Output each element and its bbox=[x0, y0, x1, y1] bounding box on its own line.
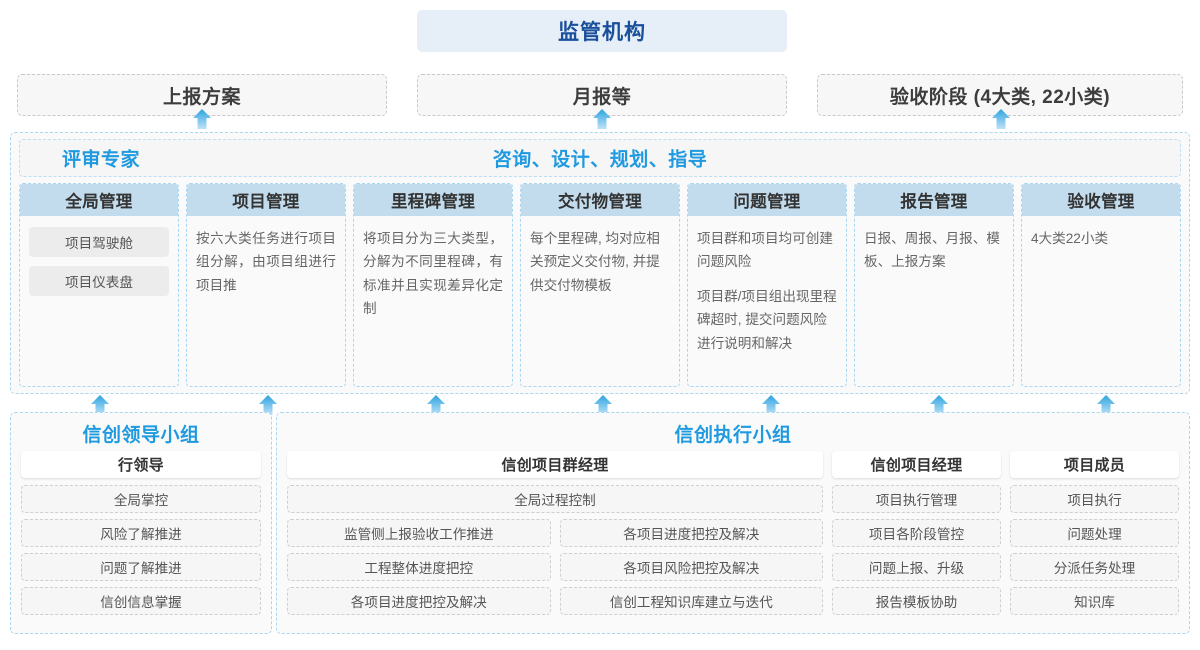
role-project-manager[interactable]: 信创项目经理 bbox=[832, 451, 1001, 478]
column-body: 项目驾驶舱 项目仪表盘 bbox=[20, 216, 178, 386]
exec-group-title-wrap: 信创执行小组 bbox=[287, 421, 1179, 451]
column-deliverable-management[interactable]: 交付物管理 每个里程碑, 均对应相关预定义交付物, 并提供交付物模板 bbox=[520, 183, 680, 387]
project-member-column: 项目成员 项目执行 问题处理 分派任务处理 知识库 bbox=[1010, 451, 1179, 615]
pill-item[interactable]: 项目仪表盘 bbox=[29, 266, 169, 296]
pill-item[interactable]: 项目驾驶舱 bbox=[29, 227, 169, 257]
column-milestone-management[interactable]: 里程碑管理 将项目分为三大类型，分解为不同里程碑，有标准并且实现差异化定制 bbox=[353, 183, 513, 387]
task-item[interactable]: 项目执行管理 bbox=[832, 485, 1001, 513]
column-global-management[interactable]: 全局管理 项目驾驶舱 项目仪表盘 bbox=[19, 183, 179, 387]
arrow-up-icon bbox=[257, 394, 279, 416]
column-header: 项目管理 bbox=[187, 184, 345, 216]
arrow-up-icon bbox=[191, 108, 213, 130]
column-acceptance-management[interactable]: 验收管理 4大类22小类 bbox=[1021, 183, 1181, 387]
task-item[interactable]: 工程整体进度把控 bbox=[287, 553, 551, 581]
task-item[interactable]: 各项目风险把控及解决 bbox=[559, 553, 823, 581]
consulting-label: 咨询、设计、规划、指导 bbox=[492, 149, 708, 171]
column-header: 交付物管理 bbox=[521, 184, 679, 216]
arrow-up-icon bbox=[591, 108, 613, 130]
column-project-management[interactable]: 项目管理 按六大类任务进行项目组分解，由项目组进行项目推 bbox=[186, 183, 346, 387]
middle-band: 评审专家 咨询、设计、规划、指导 bbox=[19, 139, 1181, 177]
task-item[interactable]: 全局过程控制 bbox=[287, 485, 823, 513]
arrow-up-icon bbox=[425, 394, 447, 416]
task-item[interactable]: 项目各阶段管控 bbox=[832, 519, 1001, 547]
task-item[interactable]: 监管侧上报验收工作推进 bbox=[287, 519, 551, 547]
program-manager-tasks-right: 各项目进度把控及解决 各项目风险把控及解决 信创工程知识库建立与迭代 bbox=[559, 519, 823, 615]
column-header: 里程碑管理 bbox=[354, 184, 512, 216]
task-item[interactable]: 知识库 bbox=[1010, 587, 1179, 615]
column-report-management[interactable]: 报告管理 日报、周报、月报、模板、上报方案 bbox=[854, 183, 1014, 387]
column-paragraph: 4大类22小类 bbox=[1031, 231, 1109, 246]
column-header: 问题管理 bbox=[688, 184, 846, 216]
program-manager-task-grid: 监管侧上报验收工作推进 工程整体进度把控 各项目进度把控及解决 各项目进度把控及… bbox=[287, 519, 823, 615]
column-paragraph: 将项目分为三大类型，分解为不同里程碑，有标准并且实现差异化定制 bbox=[363, 231, 503, 317]
column-paragraph: 按六大类任务进行项目组分解，由项目组进行项目推 bbox=[196, 231, 336, 293]
task-item[interactable]: 信创信息掌握 bbox=[21, 587, 261, 615]
exec-role-columns: 信创项目群经理 全局过程控制 监管侧上报验收工作推进 工程整体进度把控 各项目进… bbox=[287, 451, 1179, 615]
task-item[interactable]: 问题处理 bbox=[1010, 519, 1179, 547]
column-body: 日报、周报、月报、模板、上报方案 bbox=[855, 216, 1013, 386]
role-bank-leader[interactable]: 行领导 bbox=[21, 451, 261, 478]
task-item[interactable]: 各项目进度把控及解决 bbox=[559, 519, 823, 547]
task-item[interactable]: 项目执行 bbox=[1010, 485, 1179, 513]
column-header: 报告管理 bbox=[855, 184, 1013, 216]
task-item[interactable]: 分派任务处理 bbox=[1010, 553, 1179, 581]
task-item[interactable]: 问题了解推进 bbox=[21, 553, 261, 581]
column-paragraph: 日报、周报、月报、模板、上报方案 bbox=[864, 231, 1000, 270]
arrow-up-icon bbox=[928, 394, 950, 416]
column-body: 项目群和项目均可创建问题风险 项目群/项目组出现里程碑超时, 提交问题风险进行说… bbox=[688, 216, 846, 386]
review-experts-label: 评审专家 bbox=[62, 149, 141, 171]
column-body: 4大类22小类 bbox=[1022, 216, 1180, 386]
task-item[interactable]: 信创工程知识库建立与迭代 bbox=[559, 587, 823, 615]
task-item[interactable]: 报告模板协助 bbox=[832, 587, 1001, 615]
column-header: 全局管理 bbox=[20, 184, 178, 216]
task-item[interactable]: 全局掌控 bbox=[21, 485, 261, 513]
report-box-acceptance: 验收阶段 (4大类, 22小类) bbox=[817, 74, 1183, 116]
column-header: 验收管理 bbox=[1022, 184, 1180, 216]
column-body: 将项目分为三大类型，分解为不同里程碑，有标准并且实现差异化定制 bbox=[354, 216, 512, 386]
column-issue-management[interactable]: 问题管理 项目群和项目均可创建问题风险 项目群/项目组出现里程碑超时, 提交问题… bbox=[687, 183, 847, 387]
arrow-up-icon bbox=[990, 108, 1012, 130]
regulatory-agency-title: 监管机构 bbox=[417, 10, 787, 52]
column-paragraph: 项目群和项目均可创建问题风险 bbox=[697, 231, 833, 270]
column-paragraph: 项目群/项目组出现里程碑超时, 提交问题风险进行说明和解决 bbox=[697, 288, 837, 351]
task-item[interactable]: 各项目进度把控及解决 bbox=[287, 587, 551, 615]
arrow-up-icon bbox=[760, 394, 782, 416]
role-program-manager[interactable]: 信创项目群经理 bbox=[287, 451, 823, 478]
column-body: 按六大类任务进行项目组分解，由项目组进行项目推 bbox=[187, 216, 345, 386]
program-manager-tasks-left: 监管侧上报验收工作推进 工程整体进度把控 各项目进度把控及解决 bbox=[287, 519, 551, 615]
task-item[interactable]: 风险了解推进 bbox=[21, 519, 261, 547]
arrow-up-icon bbox=[89, 394, 111, 416]
arrow-up-icon bbox=[592, 394, 614, 416]
column-paragraph: 每个里程碑, 均对应相关预定义交付物, 并提供交付物模板 bbox=[530, 231, 660, 293]
report-row: 上报方案 月报等 验收阶段 (4大类, 22小类) bbox=[0, 74, 1200, 116]
task-item[interactable]: 问题上报、升级 bbox=[832, 553, 1001, 581]
column-body: 每个里程碑, 均对应相关预定义交付物, 并提供交付物模板 bbox=[521, 216, 679, 386]
management-columns: 全局管理 项目驾驶舱 项目仪表盘 项目管理 按六大类任务进行项目组分解，由项目组… bbox=[19, 183, 1181, 387]
project-manager-column: 信创项目经理 项目执行管理 项目各阶段管控 问题上报、升级 报告模板协助 bbox=[832, 451, 1001, 615]
exec-group-panel: 信创执行小组 信创项目群经理 全局过程控制 监管侧上报验收工作推进 工程整体进度… bbox=[276, 412, 1190, 634]
role-project-member[interactable]: 项目成员 bbox=[1010, 451, 1179, 478]
middle-panel: 评审专家 咨询、设计、规划、指导 全局管理 项目驾驶舱 项目仪表盘 项目管理 按… bbox=[10, 132, 1190, 394]
arrow-up-icon bbox=[1095, 394, 1117, 416]
exec-group-title: 信创执行小组 bbox=[674, 425, 792, 446]
leading-group-panel: 信创领导小组 行领导 全局掌控 风险了解推进 问题了解推进 信创信息掌握 bbox=[10, 412, 272, 634]
program-manager-column: 信创项目群经理 全局过程控制 监管侧上报验收工作推进 工程整体进度把控 各项目进… bbox=[287, 451, 823, 615]
leading-group-title: 信创领导小组 bbox=[82, 425, 200, 446]
